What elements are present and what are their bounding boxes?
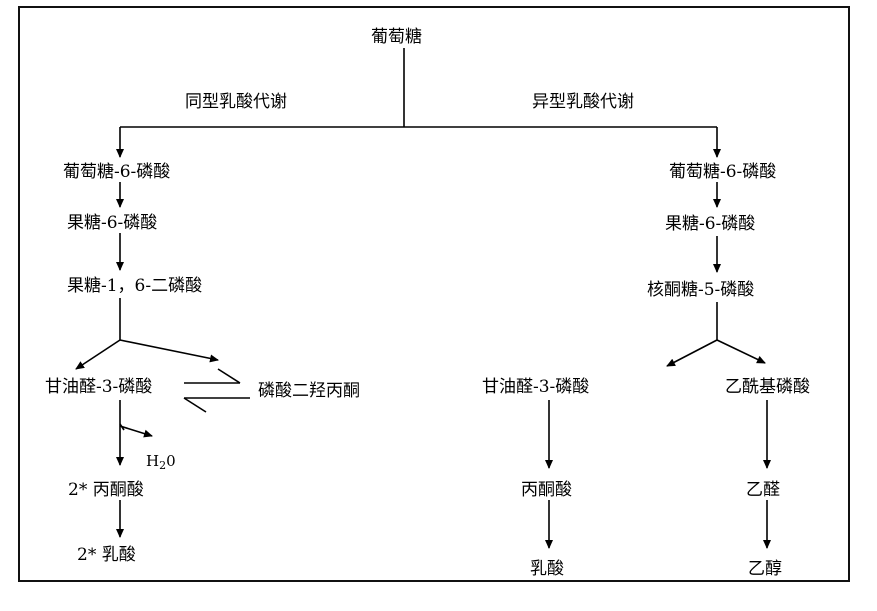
equilibrium-lower-barb (183, 397, 207, 413)
homolactic-title: 同型乳酸代谢 (185, 92, 287, 112)
arrow-water-release (119, 425, 153, 438)
homo-node-glyceraldehyde-3-phosphate: 甘油醛-3-磷酸 (45, 377, 153, 397)
hetero-node-glucose-6-phosphate: 葡萄糖-6-磷酸 (669, 162, 777, 182)
homo-node-fructose-6-phosphate: 果糖-6-磷酸 (67, 213, 158, 233)
arrow-hetero-to-g3p (666, 339, 718, 367)
hetero-node-pyruvate: 丙酮酸 (521, 480, 572, 500)
homo-node-fructose-bisphosphate: 果糖-1，6-二磷酸 (67, 276, 203, 296)
hetero-node-acetyl-phosphate: 乙酰基磷酸 (725, 377, 810, 397)
arrow-homo-to-dhap (119, 339, 219, 363)
homo-node-glucose-6-phosphate: 葡萄糖-6-磷酸 (63, 162, 171, 182)
water-o: 0 (166, 452, 176, 470)
hetero-node-ribulose-5-phosphate: 核酮糖-5-磷酸 (647, 280, 755, 300)
hetero-node-fructose-6-phosphate: 果糖-6-磷酸 (665, 214, 756, 234)
homo-node-lactate: 2* 乳酸 (77, 545, 136, 565)
homo-node-pyruvate: 2* 丙酮酸 (68, 480, 144, 500)
hetero-node-glyceraldehyde-3-phosphate: 甘油醛-3-磷酸 (482, 377, 590, 397)
arrow-homo-to-g3p (75, 339, 121, 370)
hetero-node-ethanol: 乙醇 (748, 559, 782, 579)
hetero-node-acetaldehyde: 乙醛 (746, 480, 780, 500)
equilibrium-upper-barb (217, 368, 241, 384)
heterolactic-title: 异型乳酸代谢 (532, 92, 634, 112)
arrow-hetero-to-acetylp (716, 339, 766, 364)
node-glucose: 葡萄糖 (371, 27, 422, 47)
diagram-frame (18, 6, 850, 582)
water-subscript: 2 (159, 459, 167, 472)
hetero-node-lactate: 乳酸 (530, 559, 564, 579)
water-h: H (146, 452, 160, 470)
homo-node-dihydroxyacetone-phosphate: 磷酸二羟丙酮 (258, 381, 360, 401)
homo-node-water: H20 (146, 451, 176, 476)
